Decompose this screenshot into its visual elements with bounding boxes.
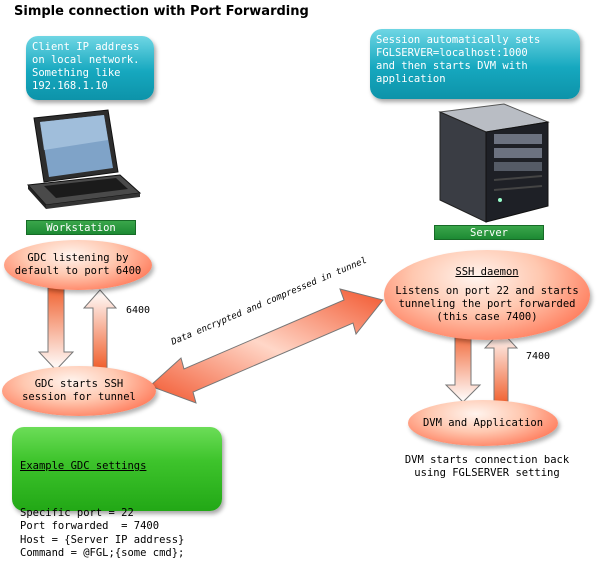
dvm-note: DVM starts connection back using FGLSERV…	[404, 454, 570, 479]
gdc-ssh-text: GDC starts SSH session for tunnel	[22, 378, 136, 403]
laptop-icon	[26, 109, 142, 209]
flow-arrows	[37, 285, 519, 405]
gdc-settings-box: Example GDC settings Specific port = 22 …	[12, 427, 222, 559]
gdc-listening-text: GDC listening by default to port 6400	[14, 252, 142, 277]
gdc-listening-ellipse: GDC listening by default to port 6400	[4, 240, 152, 290]
device-icons	[26, 103, 550, 223]
ssh-daemon-ellipse: SSH daemon Listens on port 22 and starts…	[384, 250, 590, 340]
port-label-right: 7400	[526, 351, 551, 362]
server-tower-icon	[438, 103, 550, 223]
dvm-app-text: DVM and Application	[422, 416, 544, 429]
settings-heading: Example GDC settings	[20, 460, 147, 472]
workstation-label: Workstation	[26, 220, 136, 235]
server-session-callout: Session automatically sets FGLSERVER=loc…	[370, 29, 580, 99]
up-arrow-right	[483, 330, 519, 405]
port-label-left: 6400	[126, 305, 151, 316]
server-label: Server	[434, 225, 544, 240]
ssh-daemon-body: Listens on port 22 and starts tunneling …	[395, 285, 579, 323]
ssh-daemon-heading: SSH daemon	[455, 266, 519, 278]
client-ip-callout: Client IP address on local network. Some…	[26, 36, 154, 100]
page-title: Simple connection with Port Forwarding	[14, 4, 309, 19]
down-arrow-right	[444, 329, 482, 403]
dvm-app-ellipse: DVM and Application	[408, 400, 558, 446]
up-arrow-left	[82, 289, 118, 369]
down-arrow-left	[37, 285, 75, 371]
tunnel-double-arrow	[149, 288, 384, 404]
gdc-ssh-ellipse: GDC starts SSH session for tunnel	[2, 366, 156, 416]
